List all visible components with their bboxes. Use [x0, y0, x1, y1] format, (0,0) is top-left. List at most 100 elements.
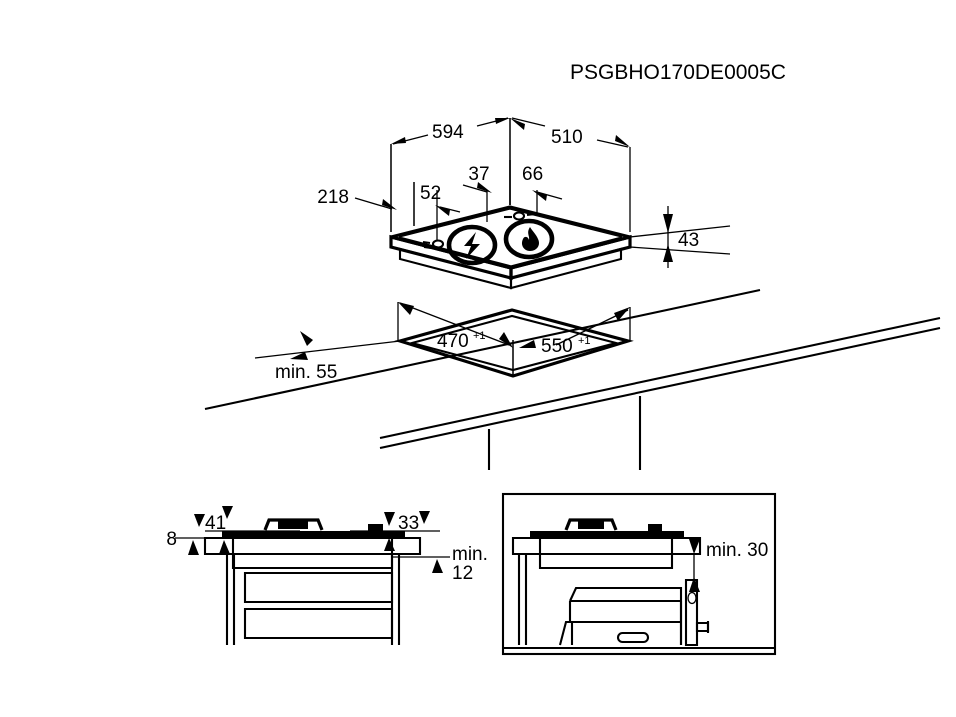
cutout-inner: [407, 314, 621, 372]
section-right-view: min. 30: [501, 492, 777, 656]
lightning-bolt-icon-ring: [446, 224, 498, 266]
hob-flange-left: [222, 531, 405, 537]
dimension-43: 43: [629, 206, 731, 268]
flame-icon-ring: [503, 218, 555, 260]
dimension-label-8: 8: [166, 529, 177, 550]
arrowhead-52: [435, 205, 450, 216]
worktop-back-edge-top: [204, 288, 761, 411]
drawer-upper: [243, 571, 394, 604]
dimension-min-12: min. 12: [392, 544, 488, 584]
drawer-lower: [243, 607, 394, 640]
oven-front-left: [558, 601, 572, 646]
arrowhead-470-b: [499, 332, 513, 348]
control-dash-left-a: [422, 240, 431, 245]
arrowhead-594-left: [391, 137, 406, 144]
control-dash-right-b: [526, 212, 536, 217]
arrowhead-min12: [432, 559, 443, 573]
arrowhead-min30-top: [689, 539, 700, 554]
worktop-slab-right: [511, 536, 702, 556]
dim-line-37: [462, 184, 488, 193]
control-dash-left-b: [423, 245, 432, 250]
dimension-550: 550 +1: [512, 307, 631, 376]
dim-line-470: [399, 302, 510, 346]
ext-line-min55: [254, 340, 401, 359]
dimension-8: 8: [166, 529, 240, 555]
dimension-218: 218: [317, 144, 415, 232]
dimension-label-218: 218: [317, 187, 349, 208]
dimension-label-594: 594: [432, 122, 464, 143]
flame-icon: [521, 227, 540, 251]
dim-line-510-b: [596, 139, 629, 148]
hob-body-right: [509, 247, 623, 290]
hob-flange-right: [530, 531, 684, 537]
arrowhead-33-a: [384, 512, 395, 526]
cutout-view: 470 +1 550 +1 min. 55: [204, 288, 941, 470]
dimension-label-66: 66: [522, 164, 543, 185]
pan-support-grate-left: [263, 518, 324, 531]
drawing-code-title: PSGBHO170DE0005C: [570, 61, 786, 84]
dimension-52: 52: [413, 182, 461, 240]
arrowhead-41-b: [222, 506, 233, 519]
worktop-front-edge-top: [379, 316, 941, 440]
appliance-top-view: 594 510 218 52: [317, 117, 731, 290]
dimension-label-43: 43: [678, 230, 699, 251]
arrowhead-43-top: [663, 214, 673, 233]
dimension-label-550: 550: [541, 336, 573, 357]
arrowhead-43-bottom: [663, 244, 673, 262]
burner-left-group: [446, 224, 498, 266]
pan-support-grate-right: [564, 518, 618, 531]
arrowhead-510-right: [615, 135, 630, 147]
dimension-superscript-550: +1: [578, 335, 591, 347]
dimension-label-min: min.: [452, 544, 488, 565]
arrowhead-37: [477, 182, 492, 193]
worktop-slab-left: [203, 536, 422, 556]
leader-43-top: [629, 225, 731, 238]
dimension-label-33: 33: [398, 513, 419, 534]
dim-line-510-a: [511, 117, 546, 127]
worktop-front-edge-bottom: [379, 326, 941, 450]
oven-handle: [616, 631, 650, 644]
arrowhead-510-left: [510, 118, 525, 130]
arrowhead-550-a: [519, 340, 536, 348]
bracket-hole: [687, 591, 697, 605]
control-indicator-left: [431, 239, 445, 249]
dimension-label-12: 12: [452, 563, 473, 584]
burner-right-group: [503, 218, 555, 260]
cutout-outer: [394, 308, 634, 378]
arrowhead-594-right: [495, 118, 510, 124]
dimension-label-min-30: min. 30: [706, 540, 768, 561]
arrowhead-66: [532, 190, 547, 201]
dimension-min-55: min. 55: [254, 331, 401, 383]
dimension-label-min-55: min. 55: [275, 362, 337, 383]
arrowhead-218: [382, 199, 397, 210]
control-indicator-right: [512, 211, 526, 221]
arrowhead-470-a: [398, 302, 414, 315]
arrowhead-min55-upper: [300, 331, 313, 346]
dimension-label-37: 37: [468, 164, 489, 185]
section-left-view: 41 8 33 min. 12: [166, 506, 488, 645]
dim-line-218: [354, 197, 393, 210]
dimension-41: 41: [194, 506, 300, 534]
arrowhead-33-c: [384, 538, 395, 551]
dimension-label-510: 510: [551, 127, 583, 148]
arrowhead-min30-bottom: [689, 577, 700, 592]
arrowhead-33-b: [419, 511, 430, 524]
arrowhead-41-a: [194, 514, 205, 527]
dimension-66: 66: [509, 160, 563, 214]
arrowhead-8-down: [188, 540, 199, 555]
detail-frame-right: [501, 492, 777, 656]
hob-top-bevel: [398, 208, 623, 267]
hob-body-section-left: [231, 538, 394, 570]
dimension-min-30: min. 30: [689, 539, 768, 592]
lightning-bolt-icon: [464, 232, 480, 259]
arrowhead-min55-lower: [290, 352, 308, 360]
dimension-superscript-470: +1: [473, 330, 486, 342]
arrowhead-8-down2: [219, 540, 230, 554]
hob-body-section-right: [538, 538, 674, 570]
dimension-label-470: 470: [437, 331, 469, 352]
dimension-label-41: 41: [205, 513, 226, 534]
dimension-33: 33: [350, 511, 440, 551]
dimension-label-52: 52: [420, 183, 441, 204]
